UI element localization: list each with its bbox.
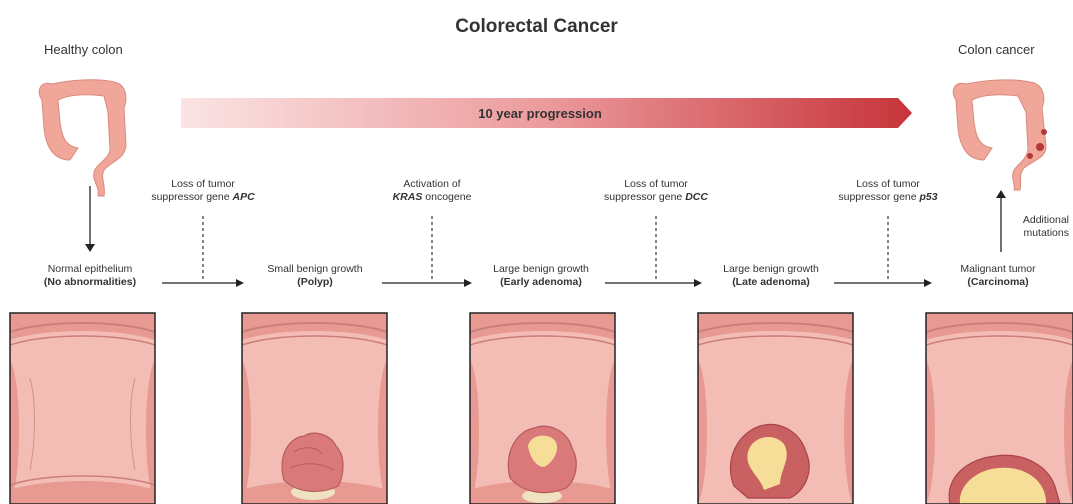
event-p53-gene: p53: [920, 191, 938, 203]
event-p53-line1: Loss of tumor: [818, 178, 958, 191]
stage-late-adenoma-line2: (Late adenoma): [706, 276, 836, 289]
stage-late-adenoma: Large benign growth (Late adenoma): [706, 263, 836, 289]
panel-carcinoma: [926, 313, 1073, 504]
additional-mutations-line2: mutations: [985, 227, 1069, 240]
panel-late-adenoma: [698, 313, 853, 504]
healthy-down-arrow: [85, 186, 95, 252]
progression-label: 10 year progression: [470, 106, 610, 121]
healthy-colon-label: Healthy colon: [44, 42, 123, 57]
stage-carcinoma-line1: Malignant tumor: [938, 263, 1058, 276]
event-kras-gene: KRAS: [393, 191, 423, 203]
stage-early-adenoma-line1: Large benign growth: [476, 263, 606, 276]
stage-late-adenoma-line1: Large benign growth: [706, 263, 836, 276]
event-p53: Loss of tumor suppressor gene p53: [818, 178, 958, 204]
event-dcc-line1: Loss of tumor: [586, 178, 726, 191]
stage-polyp-line2: (Polyp): [250, 276, 380, 289]
colon-cancer-label: Colon cancer: [958, 42, 1035, 57]
colon-cancer-icon: [953, 80, 1047, 190]
event-kras: Activation of KRAS oncogene: [372, 178, 492, 204]
stage-polyp-line1: Small benign growth: [250, 263, 380, 276]
event-apc-pre: suppressor gene: [151, 191, 232, 203]
additional-mutations-label: Additional mutations: [985, 214, 1069, 240]
stage-early-adenoma-line2: (Early adenoma): [476, 276, 606, 289]
stage-carcinoma-line2: (Carcinoma): [938, 276, 1058, 289]
event-apc-gene: APC: [232, 191, 254, 203]
event-dcc-gene: DCC: [685, 191, 708, 203]
event-kras-post: oncogene: [422, 191, 471, 203]
diagram-title: Colorectal Cancer: [0, 16, 1073, 38]
stage-normal-line2: (No abnormalities): [28, 276, 152, 289]
additional-mutations-line1: Additional: [985, 214, 1069, 227]
panel-normal: [10, 313, 155, 504]
healthy-colon-icon: [39, 80, 126, 196]
stage-carcinoma: Malignant tumor (Carcinoma): [938, 263, 1058, 289]
event-dcc-pre: suppressor gene: [604, 191, 685, 203]
stage-normal-line1: Normal epithelium: [28, 263, 152, 276]
stage-polyp: Small benign growth (Polyp): [250, 263, 380, 289]
event-p53-pre: suppressor gene: [838, 191, 919, 203]
panel-early-adenoma: [470, 313, 615, 504]
event-apc: Loss of tumor suppressor gene APC: [143, 178, 263, 204]
event-kras-line1: Activation of: [372, 178, 492, 191]
stage-normal: Normal epithelium (No abnormalities): [28, 263, 152, 289]
panel-polyp: [242, 313, 387, 504]
event-dcc: Loss of tumor suppressor gene DCC: [586, 178, 726, 204]
event-apc-line1: Loss of tumor: [143, 178, 263, 191]
stage-early-adenoma: Large benign growth (Early adenoma): [476, 263, 606, 289]
